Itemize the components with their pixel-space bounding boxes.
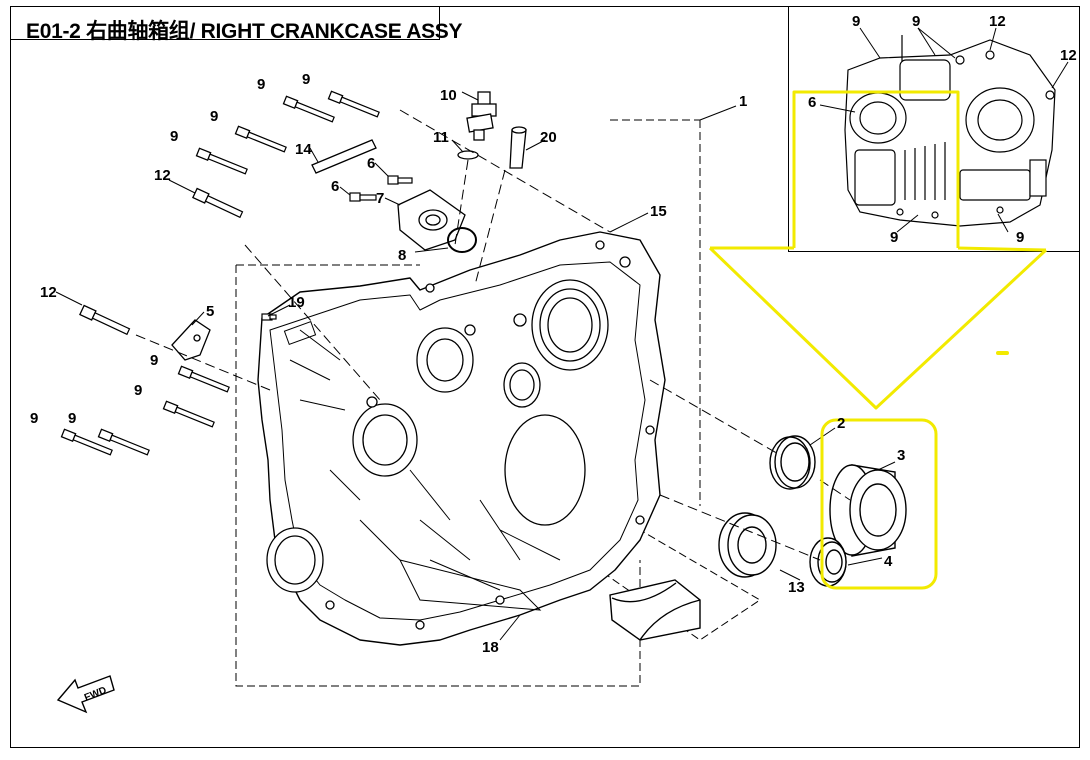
- callout-13: 13: [788, 579, 805, 596]
- inset-callout-6: 6: [808, 94, 816, 111]
- callout-20: 20: [540, 129, 557, 146]
- callout-9f: 9: [134, 382, 142, 399]
- bushing-part-18: [609, 579, 701, 641]
- callout-4: 4: [884, 553, 893, 570]
- inset-leaders: [819, 27, 1069, 233]
- bearing-part-3: [829, 464, 907, 557]
- pin-part-20: [509, 126, 527, 169]
- callout-8: 8: [398, 247, 406, 264]
- callout-18: 18: [482, 639, 499, 656]
- callout-10: 10: [440, 87, 457, 104]
- callout-9d: 9: [170, 128, 178, 145]
- inset-view-box: [788, 6, 1080, 252]
- diagram-title: E01-2 右曲轴箱组/ RIGHT CRANKCASE ASSY: [26, 20, 463, 43]
- callout-9g: 9: [68, 410, 76, 427]
- callout-12a: 12: [154, 167, 171, 184]
- washer-part-11: [457, 150, 479, 160]
- inset-callout-9a: 9: [852, 13, 860, 30]
- callout-3: 3: [897, 447, 905, 464]
- callout-19: 19: [288, 294, 305, 311]
- diagram-frame: [10, 6, 1080, 748]
- inset-engine: [844, 35, 1056, 227]
- callout-5: 5: [206, 303, 214, 320]
- bolt-part-6: [349, 175, 413, 202]
- callout-9b: 9: [257, 76, 265, 93]
- crankcase-ribs: [283, 320, 561, 611]
- callout-9h: 9: [30, 410, 38, 427]
- dashed-leaders: [135, 109, 851, 561]
- bracket-part-5: [171, 319, 211, 361]
- pin-part-19: [261, 313, 277, 321]
- inset-callout-9d: 9: [1016, 229, 1024, 246]
- plate-part-14: [311, 139, 377, 174]
- inset-callout-9c: 9: [890, 229, 898, 246]
- callout-9a: 9: [302, 71, 310, 88]
- inset-callout-12b: 12: [1060, 47, 1077, 64]
- callout-11: 11: [433, 129, 449, 146]
- cover-part-7: [397, 189, 466, 251]
- yellow-highlight: [708, 90, 1048, 590]
- fwd-arrow: FWD: [56, 675, 115, 714]
- leader-lines: [55, 91, 896, 641]
- inset-callout-labels: 9 9 12 12 6 9 9: [808, 13, 1077, 246]
- callout-1: 1: [739, 93, 747, 110]
- callout-14: 14: [295, 141, 312, 158]
- callout-9c: 9: [210, 108, 218, 125]
- callout-6b: 6: [331, 178, 339, 195]
- callout-15: 15: [650, 203, 667, 220]
- callout-12b: 12: [40, 284, 57, 301]
- o-ring-part-8: [447, 227, 477, 253]
- callout-9e: 9: [150, 352, 158, 369]
- crankcase-housing: [257, 231, 666, 646]
- sensor-part-10: [466, 91, 497, 141]
- title-box: E01-2 右曲轴箱组/ RIGHT CRANKCASE ASSY: [10, 6, 463, 43]
- bearing-part-4: [809, 537, 847, 587]
- callout-labels: 1 2 3 4 5 6 6 7 8 9 9 9 9 9 9 9 9 10 11 …: [30, 71, 905, 656]
- inset-callout-12a: 12: [989, 13, 1006, 30]
- seal-part-2: [769, 435, 816, 490]
- callout-6a: 6: [367, 155, 375, 172]
- inset-callout-9b: 9: [912, 13, 920, 30]
- crankcase-bores: [266, 240, 655, 630]
- callout-7: 7: [376, 190, 384, 207]
- bearing-part-13: [718, 512, 777, 578]
- callout-2: 2: [837, 415, 845, 432]
